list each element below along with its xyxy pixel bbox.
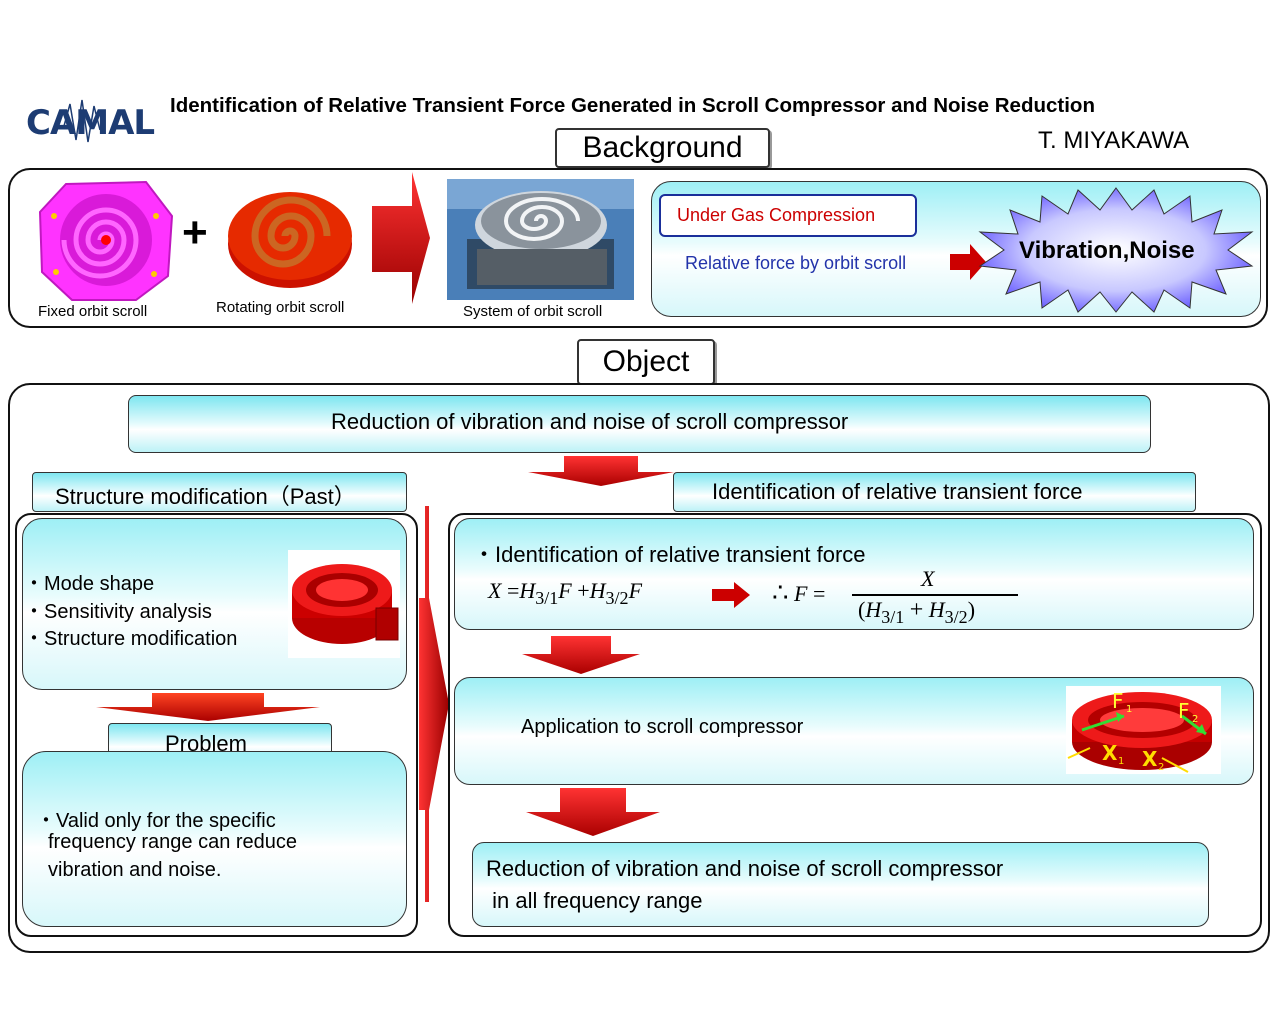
formula-lparen: ( xyxy=(858,597,866,622)
formula-rparen: ) xyxy=(967,597,976,622)
past-item-1: ・Mode shape xyxy=(24,573,155,595)
formula-plus: + xyxy=(577,578,590,603)
f2-sub: 2 xyxy=(1192,714,1198,725)
formula-sub31: 3/1 xyxy=(535,588,559,608)
gas-label-box xyxy=(659,194,917,237)
camal-logo: CAMAL xyxy=(26,96,166,157)
formula-eq: = xyxy=(506,578,520,603)
formula-den-sub32: 3/2 xyxy=(944,607,968,627)
formula-h31: H xyxy=(519,578,536,603)
plus-sign: + xyxy=(182,208,208,257)
force-ring-image: F 1 F 2 X 1 X 2 xyxy=(1066,686,1221,774)
formula-denominator: (H3/1 + H3/2) xyxy=(858,597,975,628)
x1-sub: 1 xyxy=(1118,756,1124,767)
formula-den-h32: H xyxy=(928,597,945,622)
past-header-box xyxy=(32,472,407,512)
ident-header-box xyxy=(673,472,1196,512)
past-item-2: ・Sensitivity analysis xyxy=(24,601,212,623)
scroll-system-photo xyxy=(447,179,634,300)
author-name: T. MIYAKAWA xyxy=(1038,127,1190,154)
red-arrow-icon xyxy=(372,172,430,304)
small-red-arrow-icon xyxy=(950,244,986,280)
f2-label: F xyxy=(1178,699,1190,723)
logo-text: CAMAL xyxy=(26,103,154,143)
fraction-bar xyxy=(852,594,1018,596)
therefore-symbol: ∴ xyxy=(772,578,789,607)
formula-rhs-eq: = xyxy=(813,581,826,606)
ring-model-image xyxy=(288,550,400,658)
goal-box xyxy=(128,395,1151,453)
formula-arrow-icon xyxy=(712,582,750,608)
down-arrow-icon xyxy=(528,456,674,486)
rotating-scroll-caption: Rotating orbit scroll xyxy=(216,299,345,316)
formula-sub32: 3/2 xyxy=(605,588,629,608)
formula-den-plus: + xyxy=(909,597,924,623)
fixed-scroll-caption: Fixed orbit scroll xyxy=(38,303,148,320)
problem-line-2: frequency range can reduce xyxy=(48,831,298,853)
formula-x: X xyxy=(488,578,502,603)
formula-rhs-f: F xyxy=(794,581,808,606)
background-label: Background xyxy=(555,128,770,168)
problem-line-1: ・Valid only for the specific xyxy=(36,810,276,832)
starburst-icon xyxy=(978,187,1254,313)
formula-numerator: X xyxy=(921,566,935,591)
goal-text: Reduction of vibration and noise of scro… xyxy=(331,409,849,434)
x1-label: X xyxy=(1102,741,1118,765)
down-arrow-right-2-icon xyxy=(526,788,660,836)
formula-rhs-left: ∴ F = xyxy=(772,578,825,608)
formula-f2: F xyxy=(628,578,643,603)
relative-force-text: Relative force by orbit scroll xyxy=(685,253,907,273)
result-box xyxy=(472,842,1209,927)
f1-sub: 1 xyxy=(1126,704,1132,715)
result-line-2: in all frequency range xyxy=(486,888,703,913)
application-text: Application to scroll compressor xyxy=(521,716,804,738)
formula-f1: F xyxy=(558,578,572,603)
poster-title: Identification of Relative Transient For… xyxy=(170,94,1095,117)
x2-label: X xyxy=(1142,747,1158,771)
problem-box xyxy=(22,751,407,927)
ident-item-text: ・Identification of relative transient fo… xyxy=(473,542,866,567)
formula-den-sub31: 3/1 xyxy=(881,607,905,627)
ident-header-text: Identification of relative transient for… xyxy=(712,479,1083,504)
gas-label-text: Under Gas Compression xyxy=(677,205,876,225)
right-arrow-vertical-icon xyxy=(419,506,449,902)
formula-lhs: X =H3/1F +H3/2F xyxy=(488,578,642,609)
past-header-text: Structure modification（Past） xyxy=(55,484,356,509)
vibration-noise-text: Vibration,Noise xyxy=(1019,237,1195,264)
x2-sub: 2 xyxy=(1158,762,1164,773)
f1-label: F xyxy=(1112,689,1124,713)
down-arrow-left-icon xyxy=(96,693,320,721)
past-item-3: ・Structure modification xyxy=(24,628,238,650)
object-label: Object xyxy=(577,339,715,385)
formula-h32: H xyxy=(589,578,606,603)
down-arrow-right-1-icon xyxy=(522,636,640,674)
rotating-scroll-image xyxy=(228,192,352,288)
formula-den-h31: H xyxy=(865,597,882,622)
ident-formula-box xyxy=(454,518,1254,630)
problem-line-3: vibration and noise. xyxy=(48,859,222,881)
fixed-scroll-image xyxy=(38,180,174,301)
system-caption: System of orbit scroll xyxy=(463,303,603,320)
result-line-1: Reduction of vibration and noise of scro… xyxy=(486,856,1004,881)
